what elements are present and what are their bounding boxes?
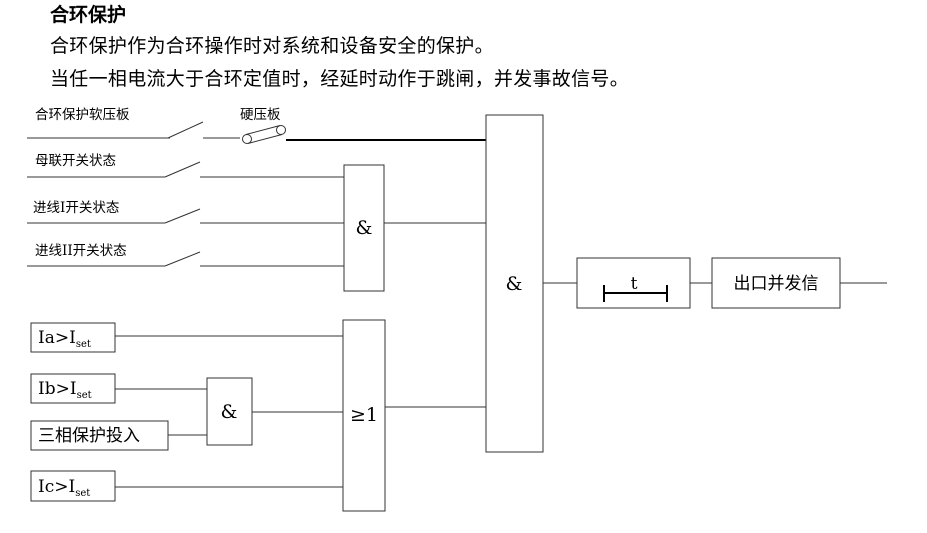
- soft-plate-switch: [27, 121, 240, 139]
- timer-bracket: [603, 285, 668, 302]
- three-phase-input-label: 三相保护投入: [38, 426, 140, 446]
- description-line-1: 合环保护作为合环操作时对系统和设备安全的保护。: [50, 35, 494, 57]
- and-gate-main: [485, 114, 544, 453]
- bus-tie-label: 母联开关状态: [35, 153, 116, 169]
- bus-tie-switch: [27, 161, 344, 178]
- soft-plate-label: 合环保护软压板: [35, 107, 130, 123]
- and-gate-switch-states: [343, 164, 385, 292]
- ib-input-main: Ib>I: [38, 379, 77, 399]
- ib-input-box: [30, 373, 116, 404]
- and-gate-switch-states-symbol: &: [356, 217, 373, 239]
- ia-input-sub: set: [76, 339, 91, 350]
- or-gate-symbol: ≥1: [350, 404, 378, 426]
- output-block: [711, 257, 841, 309]
- ic-input-sub: set: [75, 488, 90, 499]
- hard-plate-label: 硬压板: [240, 107, 281, 123]
- incoming2-switch: [27, 251, 344, 267]
- timer-label: t: [631, 274, 638, 294]
- description-line-2: 当任一相电流大于合环定值时，经延时动作于跳闸，并发事故信号。: [50, 68, 630, 90]
- and-gate-ib-symbol: &: [221, 401, 238, 423]
- ia-input-label: Ia>Iset: [38, 328, 91, 350]
- ic-input-main: Ic>I: [38, 477, 75, 497]
- ib-input-sub: set: [77, 390, 92, 401]
- or-gate: [342, 319, 386, 512]
- and-gate-main-symbol: &: [506, 273, 523, 295]
- hard-plate-link: [242, 125, 286, 144]
- incoming1-label: 进线I开关状态: [33, 200, 119, 216]
- ia-input-box: [30, 322, 116, 353]
- incoming2-label: 进线II开关状态: [35, 243, 127, 259]
- section-heading: 合环保护: [50, 4, 127, 26]
- ib-input-label: Ib>Iset: [38, 379, 92, 401]
- three-phase-input-box: [30, 420, 169, 451]
- output-label: 出口并发信: [734, 274, 819, 294]
- timer-block: [576, 257, 691, 309]
- ia-input-main: Ia>I: [38, 328, 76, 348]
- incoming1-switch: [27, 208, 344, 224]
- ic-input-label: Ic>Iset: [38, 477, 90, 499]
- ic-input-box: [30, 470, 116, 502]
